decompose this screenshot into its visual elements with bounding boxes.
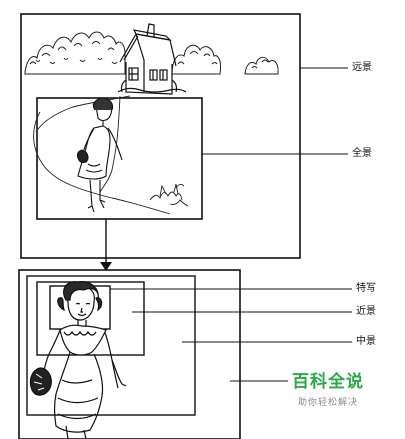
label-full-shot: 全景 bbox=[352, 148, 372, 159]
medium-close-frame bbox=[36, 281, 145, 356]
label-close-up: 特写 bbox=[356, 283, 376, 294]
full-shot-frame bbox=[36, 97, 203, 220]
house-drawing bbox=[117, 23, 187, 95]
watermark-tagline: 助你轻松解决 bbox=[298, 398, 359, 408]
label-medium-shot: 中景 bbox=[356, 336, 376, 347]
medium-shot-frame bbox=[26, 275, 196, 416]
woman-walking-drawing bbox=[76, 97, 123, 213]
bottom-frame bbox=[18, 269, 241, 439]
watermark-brand: 百科全说 bbox=[292, 372, 364, 392]
label-medium-close: 近景 bbox=[356, 306, 376, 317]
path-drawing bbox=[33, 95, 189, 215]
trees-drawing bbox=[24, 31, 279, 75]
long-shot-frame bbox=[20, 13, 301, 259]
flow-arrow bbox=[100, 219, 112, 271]
label-long-shot: 远景 bbox=[352, 62, 372, 73]
woman-closeup-drawing bbox=[29, 281, 127, 439]
